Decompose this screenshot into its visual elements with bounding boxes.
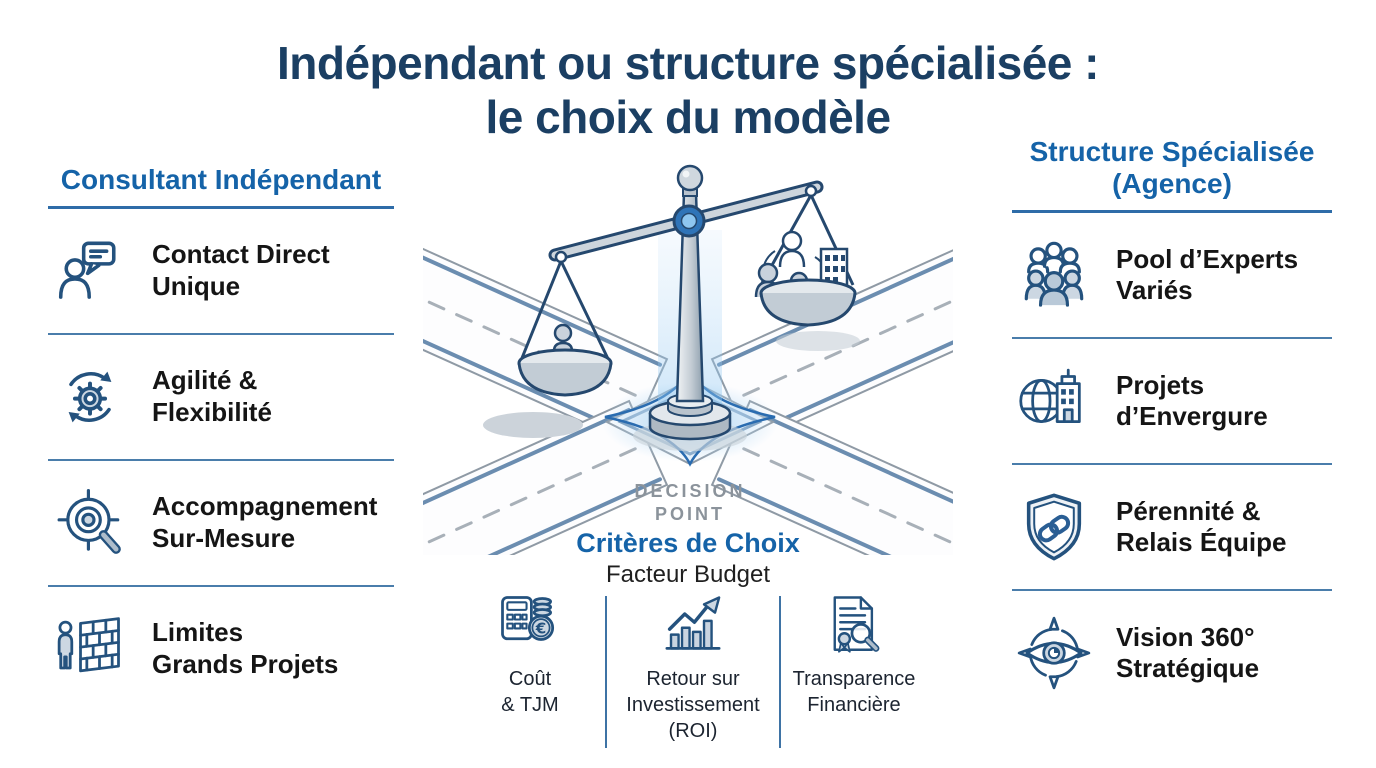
criteria-row: € Coût & TJM [455, 592, 927, 748]
criterion-roi: Retour sur Investissement (ROI) [607, 592, 779, 744]
separator [48, 333, 394, 336]
criterion-transparence: Transparence Financière [781, 592, 927, 718]
list-item: Accompagnement Sur-Mesure [48, 461, 394, 585]
right-panel-structure-specialisee: Structure Spécialisée (Agence) Pool d’Ex… [1012, 136, 1332, 715]
criterion-cout-tjm: € Coût & TJM [455, 592, 605, 718]
item-label: Pool d’Experts Variés [1116, 243, 1299, 306]
crossroads-scale-illustration [423, 145, 953, 555]
vertical-separator [779, 596, 781, 748]
criterion-label: Coût & TJM [501, 668, 559, 716]
people-group-icon [1012, 237, 1096, 313]
item-label: Accompagnement Sur-Mesure [152, 491, 378, 554]
page-title-line1: Indépendant ou structure spécialisée : [277, 37, 1099, 89]
page-title: Indépendant ou structure spécialisée : l… [0, 36, 1376, 145]
roi-chart-icon [607, 592, 779, 658]
left-panel-consultant-independant: Consultant Indépendant Contact Direct Un… [48, 164, 394, 711]
list-item: Vision 360° Stratégique [1012, 591, 1332, 715]
separator [48, 459, 394, 462]
list-item: Contact Direct Unique [48, 209, 394, 333]
separator [1012, 463, 1332, 466]
separator [1012, 337, 1332, 340]
calculator-euro-icon: € [455, 592, 605, 658]
compass-eye-icon [1012, 615, 1096, 691]
gear-cycle-icon [48, 359, 132, 435]
criteria-subtitle: Facteur Budget [605, 561, 771, 588]
left-panel-header: Consultant Indépendant [60, 164, 382, 195]
item-label: Contact Direct Unique [152, 239, 330, 302]
decision-point-line2: POINT [654, 503, 725, 524]
separator [48, 585, 394, 588]
item-label: Agilité & Flexibilité [152, 365, 272, 428]
item-label: Limites Grands Projets [152, 617, 339, 680]
criterion-label: Transparence Financière [792, 668, 916, 716]
separator [1012, 589, 1332, 592]
person-chat-icon [48, 233, 132, 309]
criteria-title: Critères de Choix [576, 528, 800, 558]
item-label: Vision 360° Stratégique [1116, 621, 1260, 684]
list-item: Agilité & Flexibilité [48, 335, 394, 459]
decision-point-label: DECISION POINT [565, 480, 815, 525]
right-header-rule [1012, 210, 1332, 214]
document-magnifier-icon [781, 592, 927, 658]
page-title-line2: le choix du modèle [485, 91, 891, 144]
target-magnifier-icon [48, 485, 132, 561]
item-label: Pérennité & Relais Équipe [1116, 495, 1287, 558]
list-item: Limites Grands Projets [48, 587, 394, 711]
person-wall-icon [48, 611, 132, 687]
criterion-label: Retour sur Investissement (ROI) [626, 668, 760, 742]
balance-scale-crossroads-icon [423, 164, 953, 555]
item-label: Projets d’Envergure [1116, 369, 1268, 432]
globe-building-icon [1012, 363, 1096, 439]
vertical-separator [605, 596, 607, 748]
svg-text:€: € [535, 619, 547, 637]
left-header-rule [48, 206, 394, 210]
right-panel-header: Structure Spécialisée (Agence) [1029, 136, 1315, 200]
list-item: Projets d’Envergure [1012, 339, 1332, 463]
shield-link-icon [1012, 489, 1096, 565]
decision-point-line1: DECISION [634, 481, 746, 501]
list-item: Pool d’Experts Variés [1012, 213, 1332, 337]
list-item: Pérennité & Relais Équipe [1012, 465, 1332, 589]
